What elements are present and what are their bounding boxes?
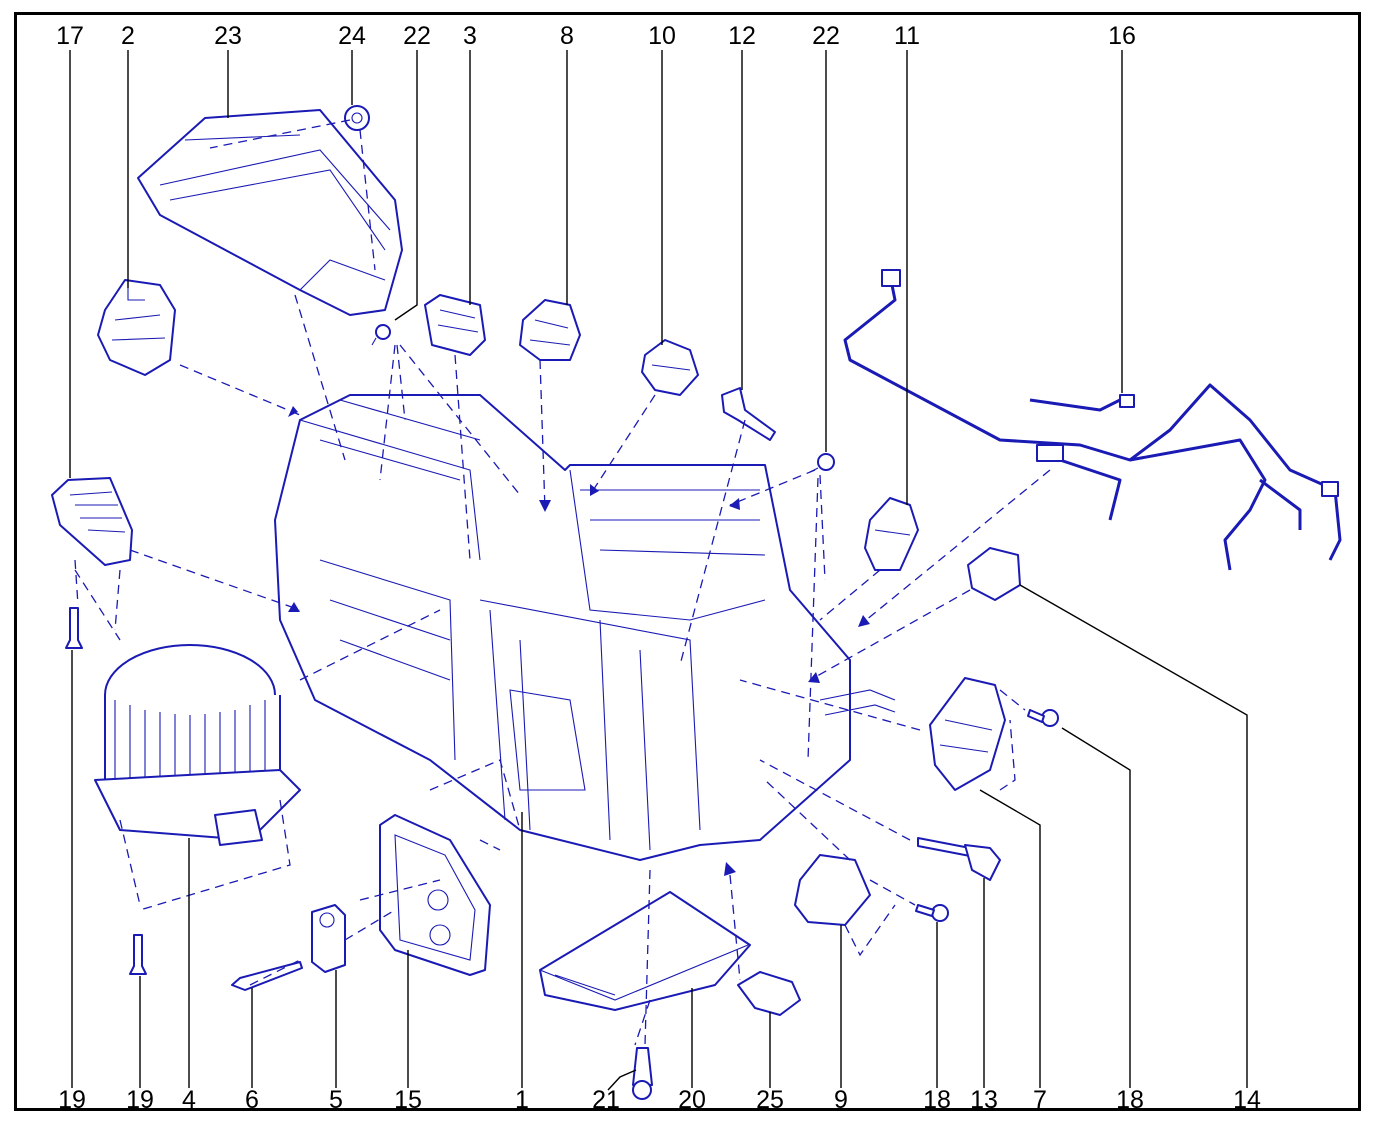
callout-bottom-25: 25	[756, 1086, 784, 1114]
callout-bottom-6: 6	[245, 1086, 259, 1114]
callout-top-16: 16	[1108, 22, 1136, 50]
callout-top-24: 24	[338, 22, 366, 50]
part-21-screw	[632, 1047, 653, 1100]
callout-bottom-1: 1	[515, 1086, 529, 1114]
part-9-actuator	[794, 854, 871, 926]
part-5-expansion-valve	[311, 904, 346, 973]
part-22-screw-left	[371, 324, 391, 346]
callout-bottom-4: 4	[182, 1086, 196, 1114]
part-14-actuator	[967, 547, 1021, 601]
callout-top-3: 3	[463, 22, 477, 50]
part-24-nut	[344, 105, 370, 131]
callout-bottom-5: 5	[329, 1086, 343, 1114]
callout-top-2: 2	[121, 22, 135, 50]
part-19-screws	[65, 607, 147, 975]
part-2-actuator	[97, 279, 176, 376]
callout-bottom-21: 21	[592, 1086, 620, 1114]
callout-top-12: 12	[728, 22, 756, 50]
part-22-screw-right	[809, 453, 835, 473]
callout-bottom-18b: 18	[1116, 1086, 1144, 1114]
part-15-seal-plate	[379, 814, 491, 976]
callout-bottom-7: 7	[1033, 1086, 1047, 1114]
callout-bottom-19a: 19	[58, 1086, 86, 1114]
leader-lines	[69, 50, 1248, 1091]
callout-bottom-19b: 19	[126, 1086, 154, 1114]
callout-bottom-15: 15	[394, 1086, 422, 1114]
callout-bottom-9: 9	[834, 1086, 848, 1114]
part-23-cover	[137, 109, 403, 316]
callout-bottom-18a: 18	[923, 1086, 951, 1114]
part-1-hvac-housing	[274, 394, 896, 861]
part-20-control-module	[539, 891, 751, 1011]
part-25-sensor	[737, 971, 801, 1016]
part-12-sensor	[721, 387, 776, 441]
assembly-dashed-lines	[74, 119, 1051, 1046]
bottom-callouts: 19 19 4 6 5 15 1 21 20 25 9 18 13 7 18 1…	[58, 1086, 1261, 1114]
part-16-wiring-harness	[843, 269, 1342, 571]
callout-top-8: 8	[560, 22, 574, 50]
callout-top-17: 17	[56, 22, 84, 50]
callout-bottom-14: 14	[1233, 1086, 1261, 1114]
part-7-actuator	[929, 677, 1006, 791]
part-17-resistor	[51, 477, 133, 566]
callout-bottom-20: 20	[678, 1086, 706, 1114]
part-3-connector	[424, 294, 486, 356]
part-10-actuator	[641, 339, 699, 396]
part-18-screws	[915, 709, 1059, 922]
part-4-blower-fan	[94, 644, 301, 846]
callout-top-23: 23	[214, 22, 242, 50]
callout-top-11: 11	[894, 22, 920, 50]
part-8-actuator	[519, 299, 581, 361]
callout-top-22a: 22	[403, 22, 431, 50]
part-13-sensor	[917, 837, 1001, 881]
callout-top-22b: 22	[812, 22, 840, 50]
top-callouts: 17 2 23 24 22 3 8 10 12 22 11 16	[56, 22, 1136, 50]
callout-bottom-13: 13	[970, 1086, 998, 1114]
callout-top-10: 10	[648, 22, 676, 50]
part-11-actuator	[864, 497, 919, 571]
